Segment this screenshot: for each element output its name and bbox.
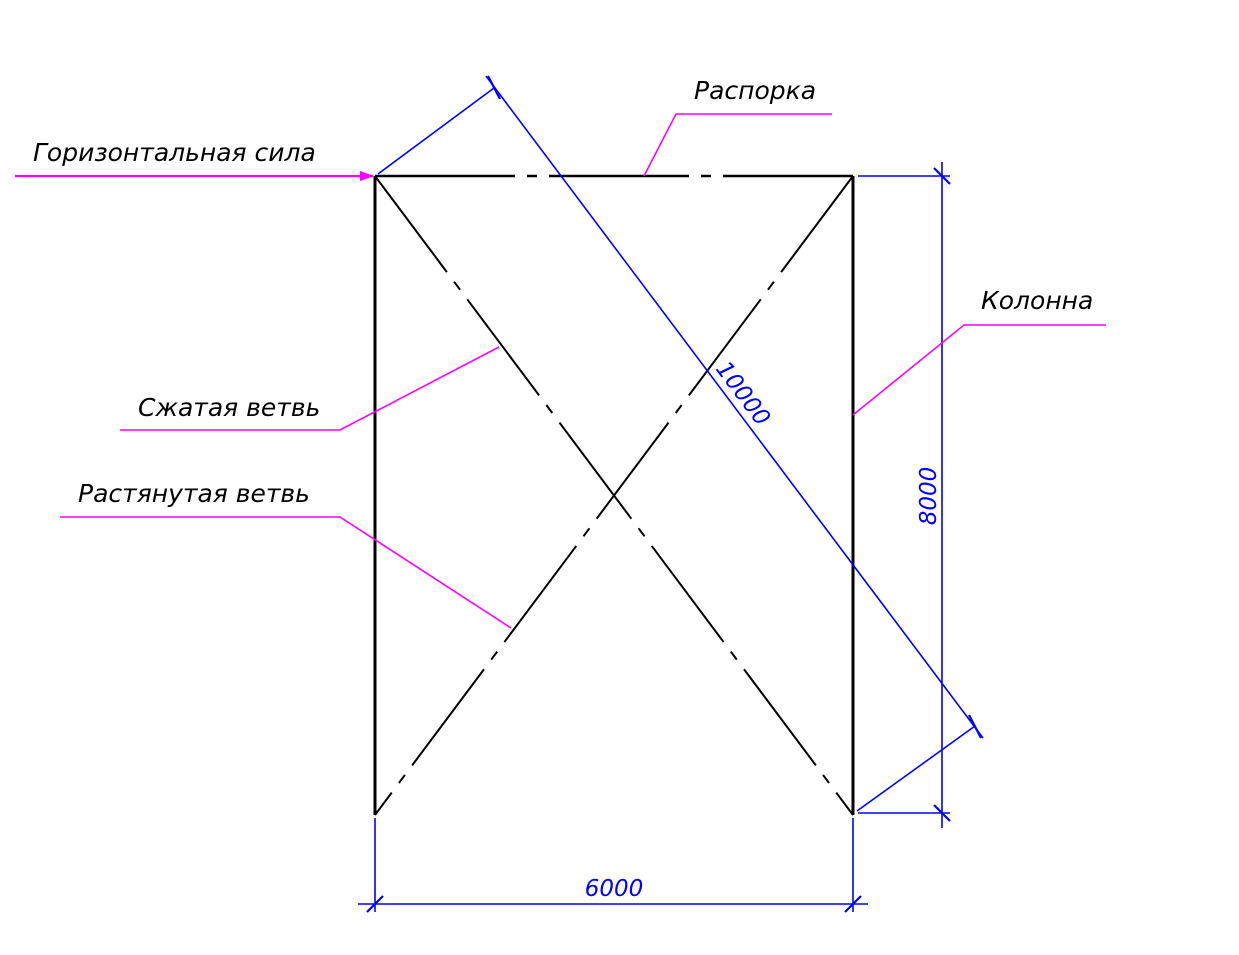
diagonal-extension-bottom (856, 725, 976, 812)
width-tick-left (366, 895, 384, 913)
horizontal-force-label: Горизонтальная сила (33, 138, 316, 167)
column-label: Колонна (981, 286, 1093, 315)
tension-brace-line (374, 175, 854, 816)
strut-leader (643, 113, 832, 177)
dimension-lines (358, 75, 984, 913)
leader-lines (15, 113, 1106, 629)
column-leader (852, 324, 1106, 416)
strut-label: Распорка (694, 76, 816, 105)
tension-branch-label: Растянутая ветвь (78, 479, 310, 508)
height-tick-bottom (933, 804, 951, 822)
diagonal-dimension-line (485, 75, 984, 739)
width-dimension-value: 6000 (585, 876, 644, 902)
compressed-branch-leader (120, 346, 500, 431)
width-tick-right (844, 895, 862, 913)
compressed-branch-label: Сжатая ветвь (138, 393, 320, 422)
diagonal-tick-bottom (968, 714, 982, 739)
diagonal-extension-top (377, 87, 495, 175)
diagonal-dimension-value: 10000 (710, 357, 775, 431)
tension-branch-leader (60, 516, 512, 629)
height-tick-top (933, 167, 951, 185)
height-dimension-value: 8000 (916, 467, 942, 526)
frame-structure (373, 174, 855, 816)
diagonal-tick-top (487, 75, 501, 100)
